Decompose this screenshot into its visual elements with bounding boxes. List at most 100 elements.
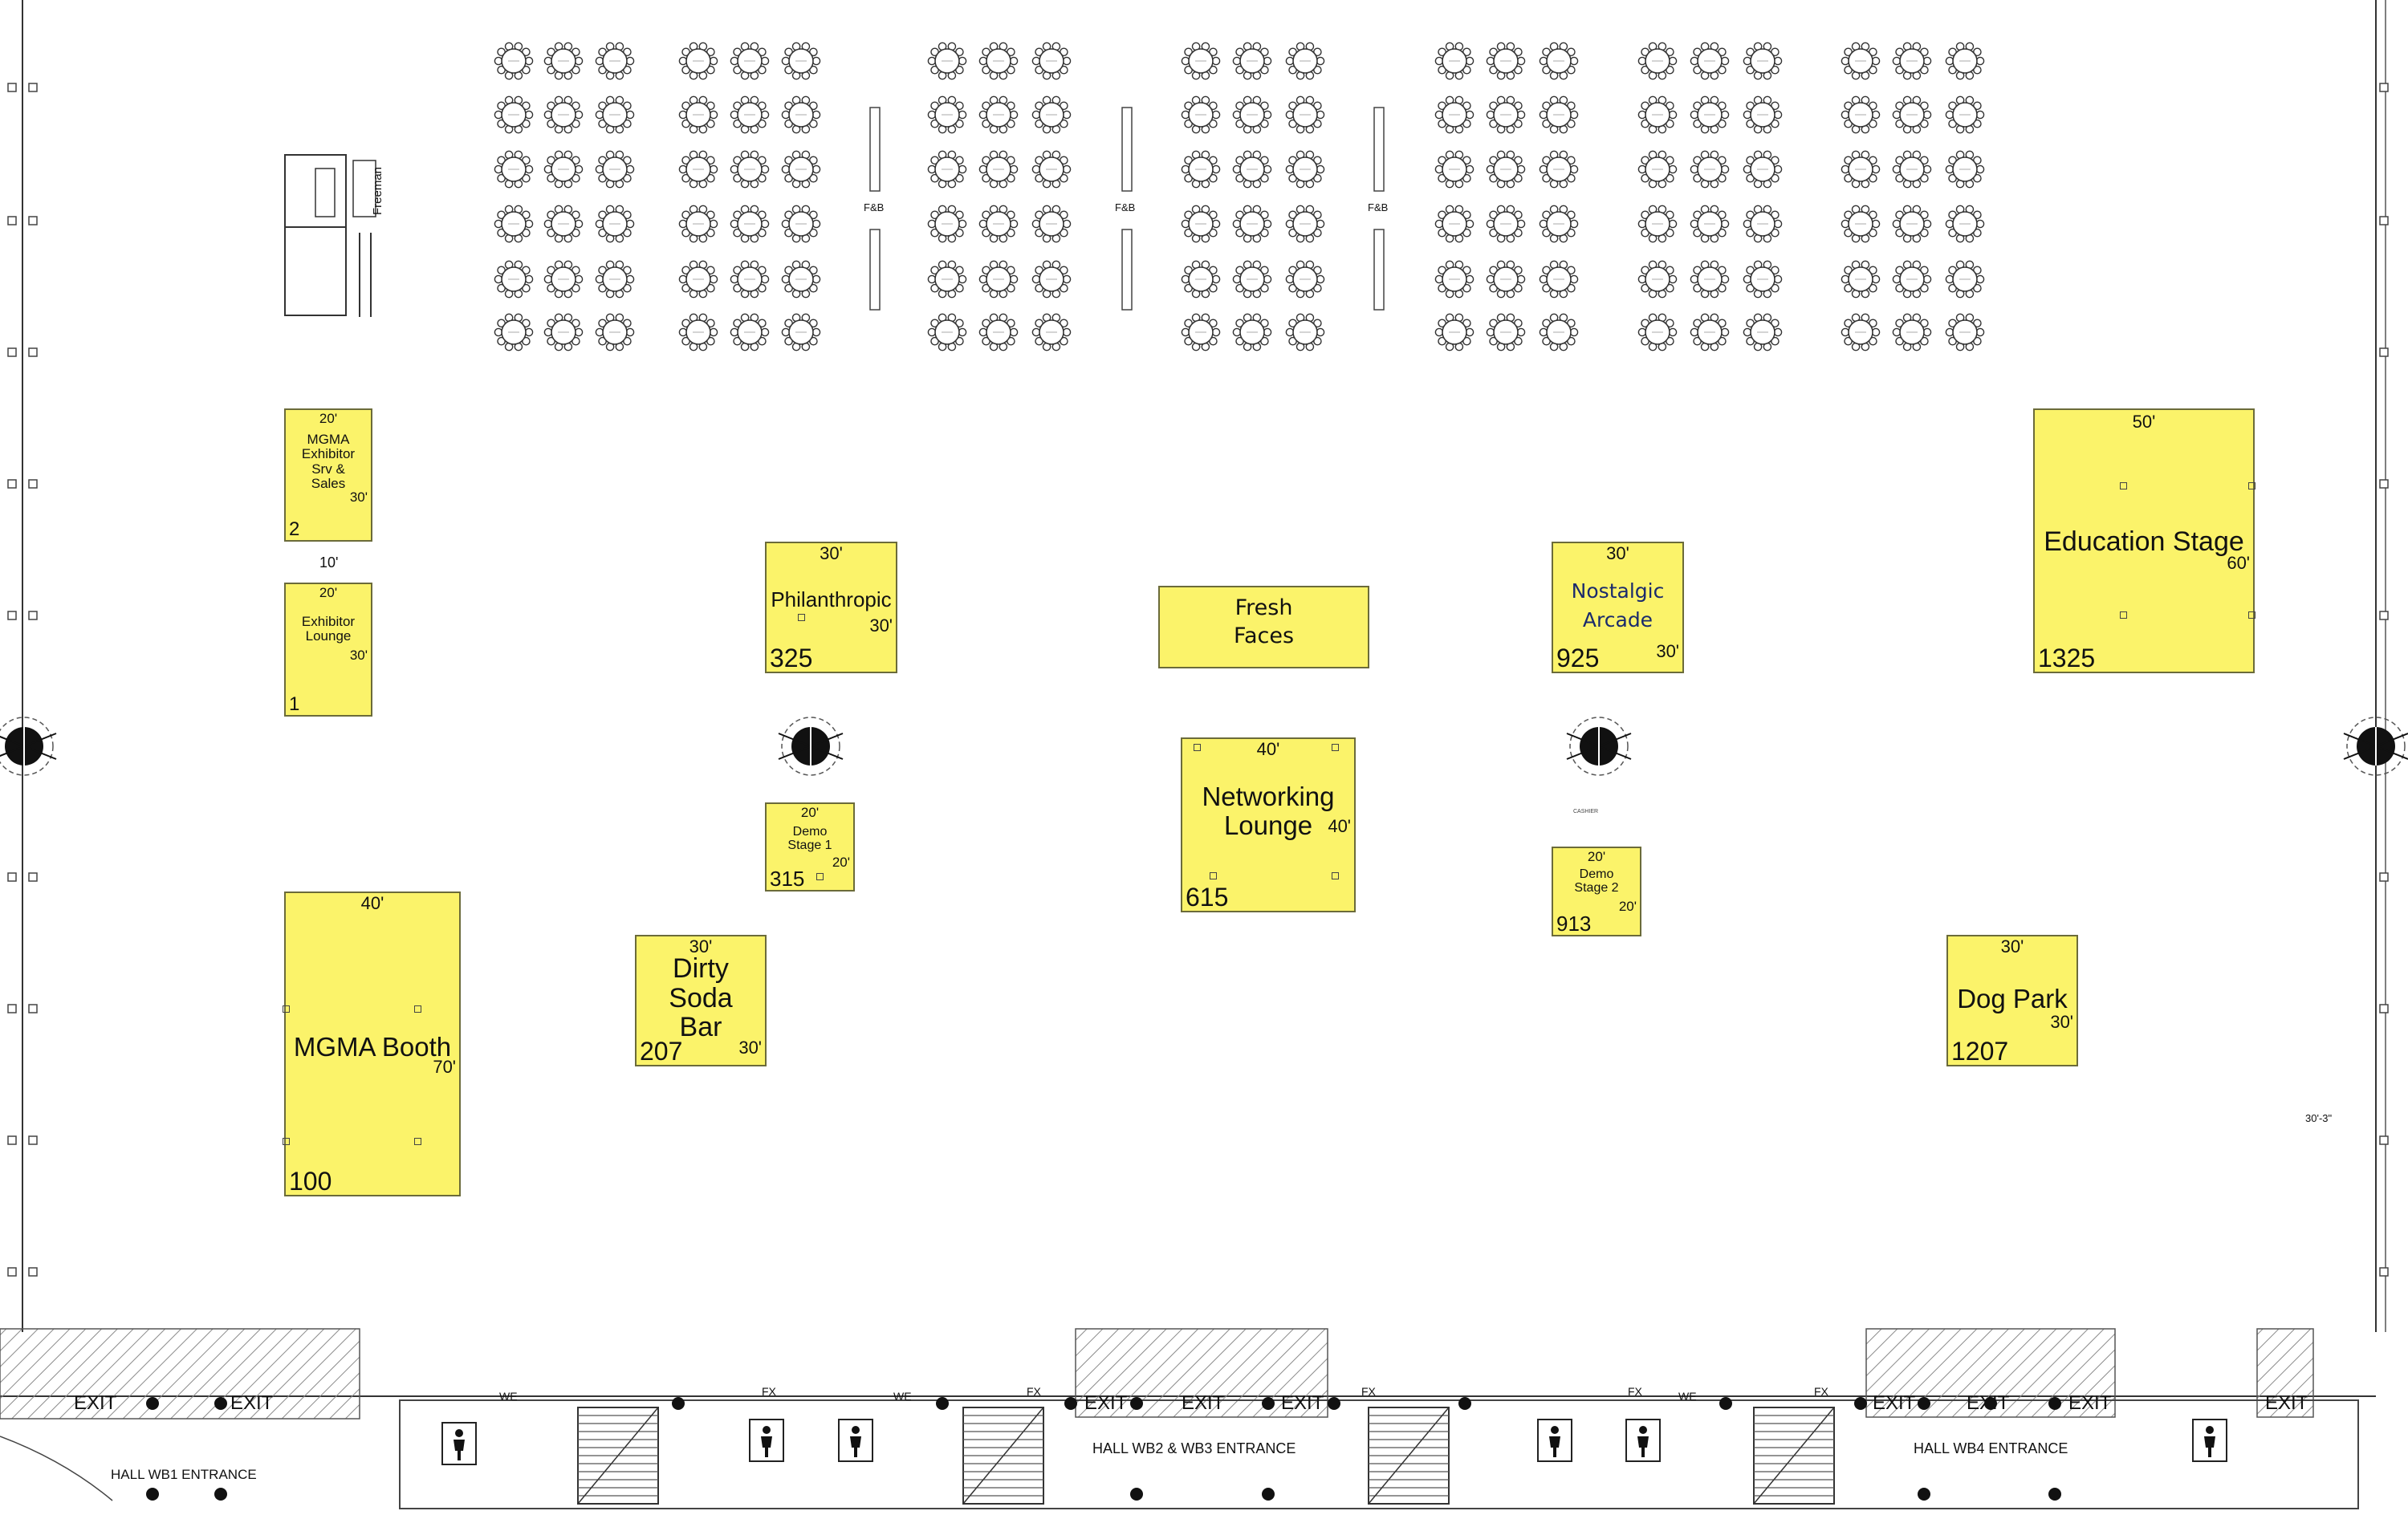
booth-post bbox=[283, 1005, 290, 1013]
round-table bbox=[1637, 150, 1678, 189]
wall-post bbox=[7, 872, 17, 882]
booth-exhibitor-lounge[interactable]: Exhibitor Lounge 20' 30' 1 bbox=[284, 583, 372, 717]
round-table bbox=[543, 42, 584, 80]
wall-post bbox=[7, 1135, 17, 1145]
round-table bbox=[1539, 42, 1579, 80]
round-table bbox=[1743, 42, 1783, 80]
booth-number: 1 bbox=[289, 693, 300, 715]
booth-philanthropic[interactable]: Philanthropic 30' 30' 325 bbox=[765, 542, 897, 673]
hall-wb4-entrance: HALL WB4 ENTRANCE bbox=[1914, 1440, 2068, 1456]
round-table bbox=[1841, 95, 1881, 134]
round-table bbox=[1031, 313, 1072, 351]
round-table bbox=[1434, 260, 1474, 299]
exit-sign: EXIT bbox=[230, 1392, 274, 1414]
round-table bbox=[927, 42, 967, 80]
booth-number: 913 bbox=[1556, 912, 1592, 936]
fx-label: FX bbox=[1361, 1385, 1376, 1398]
round-table bbox=[1285, 205, 1325, 243]
exit-sign: EXIT bbox=[2068, 1392, 2112, 1414]
booth-number: 2 bbox=[289, 518, 300, 540]
round-table bbox=[543, 313, 584, 351]
round-table bbox=[678, 95, 718, 134]
booth-post bbox=[816, 873, 824, 880]
round-table bbox=[678, 42, 718, 80]
booth-depth: 30' bbox=[349, 489, 368, 505]
round-table bbox=[678, 313, 718, 351]
bollard bbox=[936, 1397, 949, 1410]
buffet-table bbox=[1121, 107, 1133, 192]
round-table bbox=[1892, 95, 1932, 134]
wall-post bbox=[7, 216, 17, 225]
round-table bbox=[1486, 313, 1526, 351]
restroom-icon bbox=[1625, 1419, 1661, 1462]
wall-post bbox=[28, 347, 38, 357]
booth-post bbox=[1194, 744, 1201, 751]
wall-post bbox=[28, 611, 38, 620]
round-table bbox=[1637, 313, 1678, 351]
round-table bbox=[1743, 95, 1783, 134]
booth-width: 20' bbox=[319, 411, 338, 426]
round-table bbox=[678, 205, 718, 243]
bollard bbox=[1262, 1488, 1275, 1501]
buffet-table bbox=[869, 107, 881, 192]
bollard bbox=[1854, 1397, 1867, 1410]
wall-post bbox=[28, 83, 38, 92]
booth-mgma-exhibitor-services[interactable]: MGMA Exhibitor Srv & Sales 20' 30' 2 bbox=[284, 408, 372, 542]
booth-name: MGMA Booth bbox=[293, 1032, 452, 1062]
round-table bbox=[781, 95, 821, 134]
wall-post bbox=[2379, 1267, 2389, 1277]
round-table bbox=[494, 42, 534, 80]
round-table bbox=[595, 150, 635, 189]
round-table bbox=[730, 150, 770, 189]
booth-nostalgic-arcade[interactable]: Nostalgic Arcade 30' 30' 925 bbox=[1552, 542, 1684, 673]
bollard bbox=[214, 1488, 227, 1501]
round-table bbox=[1232, 205, 1272, 243]
booth-depth: 30' bbox=[1656, 641, 1679, 661]
wall-post bbox=[28, 1135, 38, 1145]
round-table bbox=[1539, 313, 1579, 351]
bollard bbox=[146, 1488, 159, 1501]
round-table bbox=[1945, 205, 1985, 243]
round-table bbox=[1285, 42, 1325, 80]
booth-demo-stage-1[interactable]: Demo Stage 1 20' 20' 315 bbox=[765, 802, 855, 892]
round-table bbox=[595, 205, 635, 243]
round-table bbox=[1945, 42, 1985, 80]
bollard bbox=[672, 1397, 685, 1410]
buffet-table bbox=[1373, 107, 1385, 192]
round-tables bbox=[494, 42, 1985, 351]
stairwell bbox=[1753, 1407, 1835, 1505]
round-table bbox=[1743, 260, 1783, 299]
round-table bbox=[781, 260, 821, 299]
fx-label: FX bbox=[762, 1385, 776, 1398]
round-table bbox=[927, 95, 967, 134]
round-table bbox=[1285, 260, 1325, 299]
we-label: WE bbox=[1678, 1390, 1697, 1403]
wall-post bbox=[2379, 216, 2389, 225]
booth-name: Demo Stage 2 bbox=[1574, 867, 1619, 896]
bollard bbox=[1458, 1397, 1471, 1410]
fx-label: FX bbox=[1628, 1385, 1642, 1398]
small-dimension-left: 10' bbox=[319, 554, 339, 571]
round-table bbox=[1841, 260, 1881, 299]
stairwell bbox=[1368, 1407, 1450, 1505]
booth-dog-park[interactable]: Dog Park 30' 30' 1207 bbox=[1946, 935, 2078, 1066]
booth-education-stage[interactable]: Education Stage 50' 60' 1325 bbox=[2033, 408, 2255, 673]
booth-demo-stage-2[interactable]: Demo Stage 2 20' 20' 913 bbox=[1552, 847, 1641, 936]
fx-label: FX bbox=[1814, 1385, 1828, 1398]
booth-fresh-faces[interactable]: Fresh Faces bbox=[1158, 586, 1369, 668]
round-table bbox=[730, 42, 770, 80]
booth-dirty-soda-bar[interactable]: Dirty Soda Bar 30' 30' 207 bbox=[635, 935, 767, 1066]
round-table bbox=[678, 150, 718, 189]
booth-mgma-booth[interactable]: MGMA Booth 40' 70' 100 bbox=[283, 892, 461, 1196]
booth-width: 50' bbox=[2132, 412, 2156, 432]
round-table bbox=[494, 205, 534, 243]
round-table bbox=[1743, 205, 1783, 243]
booth-number: 100 bbox=[289, 1167, 332, 1196]
wall-post bbox=[2379, 611, 2389, 620]
booth-depth: 70' bbox=[433, 1057, 456, 1077]
wall-post bbox=[28, 216, 38, 225]
booth-networking-lounge[interactable]: Networking Lounge 40' 40' 615 bbox=[1181, 737, 1356, 912]
booth-width: 30' bbox=[689, 936, 713, 957]
round-table bbox=[1181, 205, 1221, 243]
